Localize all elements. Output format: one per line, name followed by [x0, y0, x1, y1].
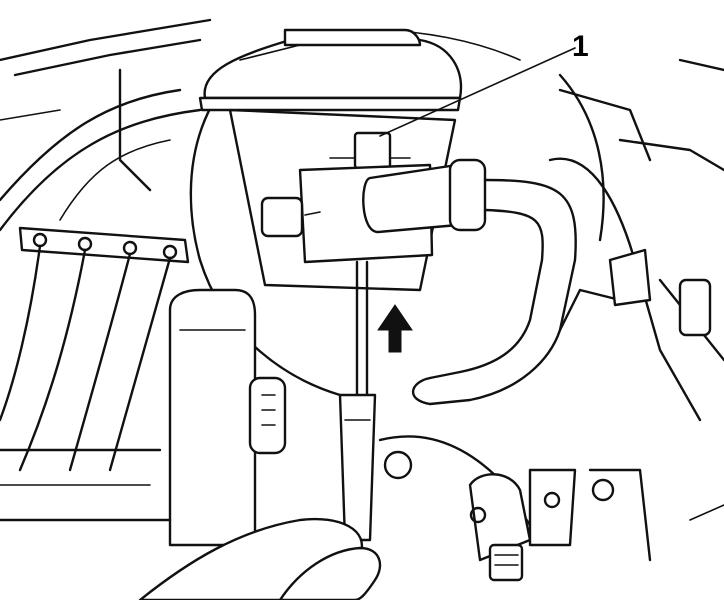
brake-hose [362, 158, 622, 406]
hand [138, 517, 382, 600]
callout-1: 1 [379, 30, 589, 137]
arrow-up-icon [377, 304, 413, 353]
wiring-harness [0, 88, 202, 472]
right-hose-assembly [548, 88, 724, 422]
wiring-connector-block [18, 226, 190, 264]
relay-box [168, 288, 287, 547]
lower-left-housing [0, 448, 172, 522]
callout-label: 1 [572, 30, 589, 63]
lower-mechanism [378, 435, 724, 582]
probe-tool [338, 260, 377, 542]
